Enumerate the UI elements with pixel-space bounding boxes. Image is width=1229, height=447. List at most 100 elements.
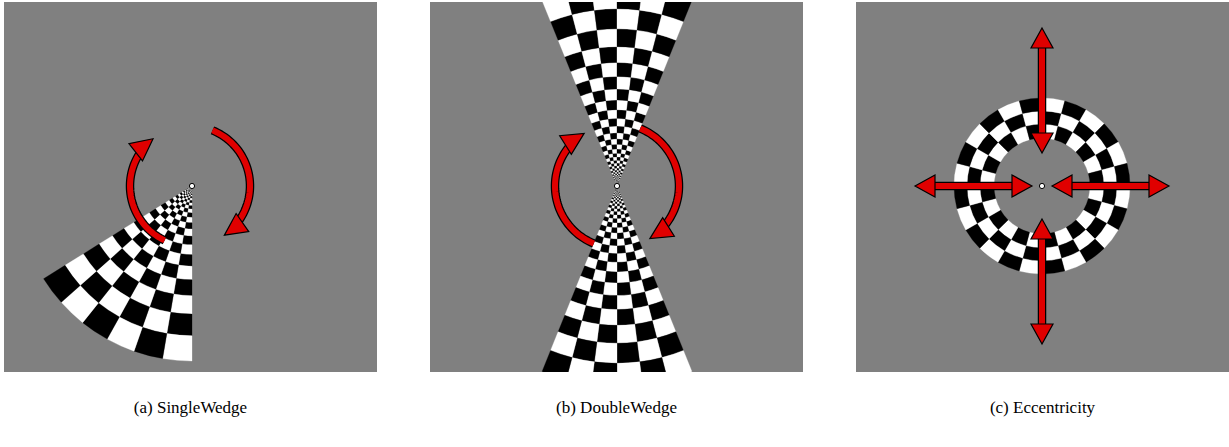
checker-cell xyxy=(615,181,617,183)
checker-cell xyxy=(187,190,188,191)
arrow-shaft xyxy=(130,151,165,240)
checker-cell xyxy=(616,189,618,191)
checker-cell xyxy=(186,217,192,223)
checker-cell xyxy=(615,181,617,183)
checker-cell xyxy=(608,245,617,253)
checker-cell xyxy=(594,9,617,30)
checker-cell xyxy=(618,191,620,193)
checker-cell xyxy=(614,180,616,182)
checker-cell xyxy=(615,189,617,191)
single-wedge xyxy=(44,186,192,361)
checker-cell xyxy=(606,262,617,272)
checker-cell xyxy=(614,180,616,182)
caption-text: (c) Eccentricity xyxy=(990,398,1095,417)
checker-cell xyxy=(617,110,627,119)
checker-cell xyxy=(617,239,625,246)
checker-cell xyxy=(609,239,617,246)
checker-cell xyxy=(617,179,619,181)
checker-cell xyxy=(618,181,620,183)
panel-caption: (b) DoubleWedge xyxy=(430,398,803,418)
checker-cell xyxy=(191,189,193,191)
gray-background xyxy=(856,2,1229,372)
checker-cell xyxy=(601,62,617,77)
arrow-outline xyxy=(1038,44,1047,137)
checker-cell xyxy=(617,282,631,295)
checker-cell xyxy=(611,227,617,233)
checker-cell xyxy=(615,168,617,170)
checker-cell xyxy=(614,191,616,193)
arrow-head xyxy=(650,218,674,239)
checker-cell xyxy=(615,179,617,181)
checker-cell xyxy=(617,139,623,145)
arrow-shaft xyxy=(640,129,679,228)
checker-cell xyxy=(1061,251,1086,271)
checker-cell xyxy=(615,190,617,192)
checker-cell xyxy=(617,206,620,209)
checker-cell xyxy=(186,189,187,190)
arrow-outline xyxy=(555,145,594,244)
arrow-head xyxy=(1012,175,1032,197)
checker-cell xyxy=(617,219,622,223)
arrow-head xyxy=(1052,175,1072,197)
checker-cell xyxy=(616,192,618,194)
gray-background xyxy=(430,2,803,372)
arrow-shaft xyxy=(555,145,594,244)
checker-cell xyxy=(617,133,624,139)
checker-cell xyxy=(614,160,617,163)
checker-cell xyxy=(612,149,617,153)
checker-cell xyxy=(190,189,192,191)
checker-cell xyxy=(617,29,637,48)
checker-cell xyxy=(191,190,193,192)
checker-cell xyxy=(619,179,620,181)
checker-cell xyxy=(614,192,615,193)
checker-cell xyxy=(619,191,620,193)
checker-cell xyxy=(601,295,617,310)
arrow-shaft xyxy=(931,183,1016,189)
checker-cell xyxy=(174,278,192,295)
caption-text: (b) DoubleWedge xyxy=(556,398,677,417)
checker-cell xyxy=(606,100,617,110)
checker-cell xyxy=(617,144,622,149)
checker-cell xyxy=(617,202,619,204)
checker-cell xyxy=(617,100,628,110)
checker-cell xyxy=(614,209,617,212)
checker-cell xyxy=(167,312,192,335)
checker-cell xyxy=(1107,142,1127,167)
checker-cell xyxy=(542,2,572,22)
checker-cell xyxy=(607,110,617,119)
checker-cell xyxy=(616,179,618,181)
checker-cell xyxy=(616,181,618,183)
checker-cell xyxy=(605,89,617,101)
checker-cell xyxy=(591,362,617,372)
checker-cell xyxy=(617,190,619,192)
checker-cell xyxy=(184,228,192,236)
checker-cell xyxy=(617,362,643,372)
checker-cell xyxy=(614,179,615,181)
checker-cell xyxy=(616,179,618,181)
checker-cell xyxy=(607,253,617,262)
checker-cell xyxy=(614,179,615,180)
checker-cell xyxy=(617,198,619,200)
checker-cell xyxy=(617,324,637,343)
checker-cell xyxy=(617,215,621,219)
checker-cell xyxy=(603,282,617,295)
checker-cell xyxy=(617,179,619,181)
checker-cell xyxy=(617,180,619,182)
arrow-shaft xyxy=(1039,44,1045,137)
checker-cell xyxy=(617,192,619,194)
arrow-head xyxy=(1149,175,1169,197)
checker-cell xyxy=(188,190,189,191)
checker-cell xyxy=(617,181,619,183)
checker-cell xyxy=(176,265,192,280)
checker-cell xyxy=(617,47,635,64)
checker-cell xyxy=(617,209,620,212)
checker-cell xyxy=(617,181,619,183)
checker-cell xyxy=(599,47,617,64)
checker-cell xyxy=(599,309,617,326)
checker-cell xyxy=(614,190,616,192)
checker-cell xyxy=(617,126,625,133)
checker-cell xyxy=(617,295,633,310)
checker-cell xyxy=(614,191,615,193)
checker-cell xyxy=(617,253,627,262)
